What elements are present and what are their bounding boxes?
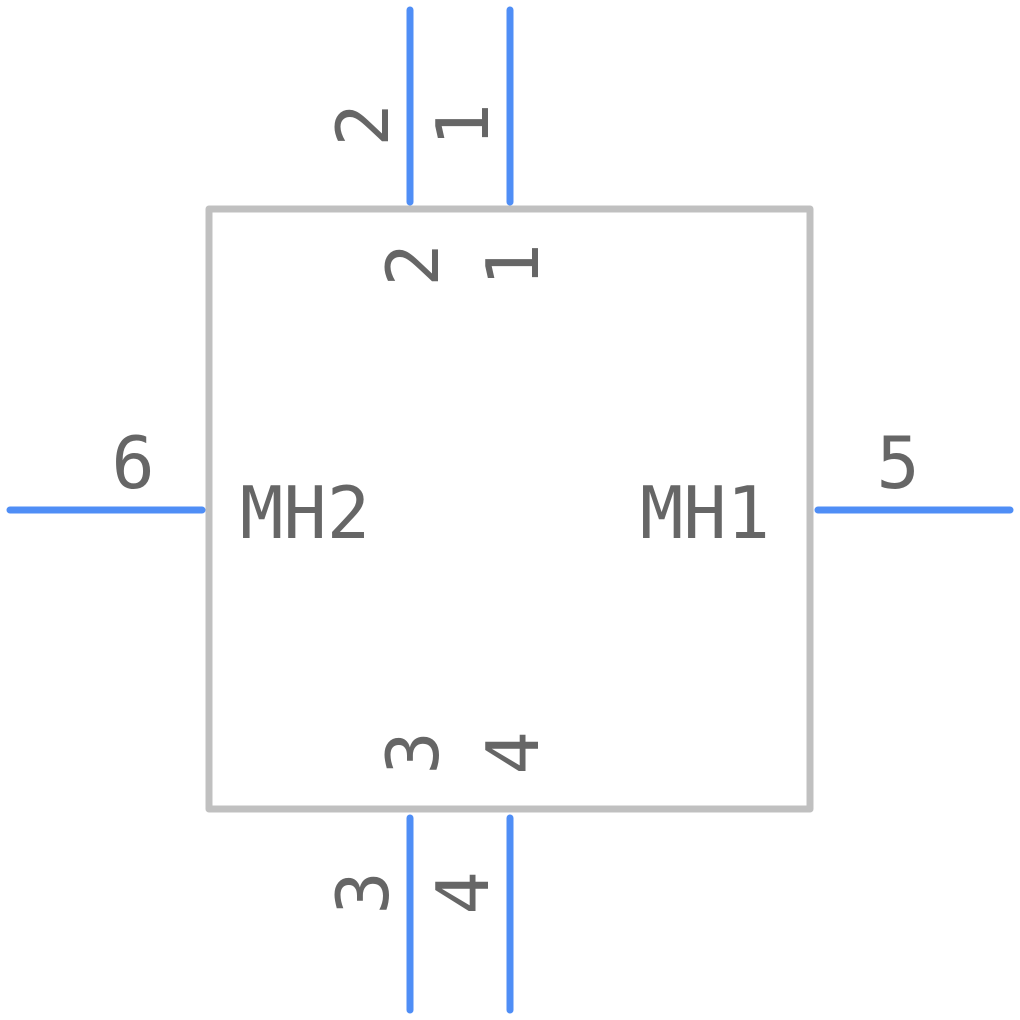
pin-1-number: 1 [421,103,505,146]
pin-3-name: 3 [371,731,455,774]
pin-4-name: 4 [471,731,555,774]
mh1-label: MH1 [640,471,770,555]
pin-2-number: 2 [321,103,405,146]
pin-6-number: 6 [111,421,154,505]
pin-5-number: 5 [876,421,919,505]
pin-2-name: 2 [371,243,455,286]
component-body [205,205,814,813]
pin-1-name: 1 [471,243,555,286]
mh2-label: MH2 [240,471,370,555]
pin-3-number: 3 [321,871,405,914]
pin-4-number: 4 [421,871,505,914]
